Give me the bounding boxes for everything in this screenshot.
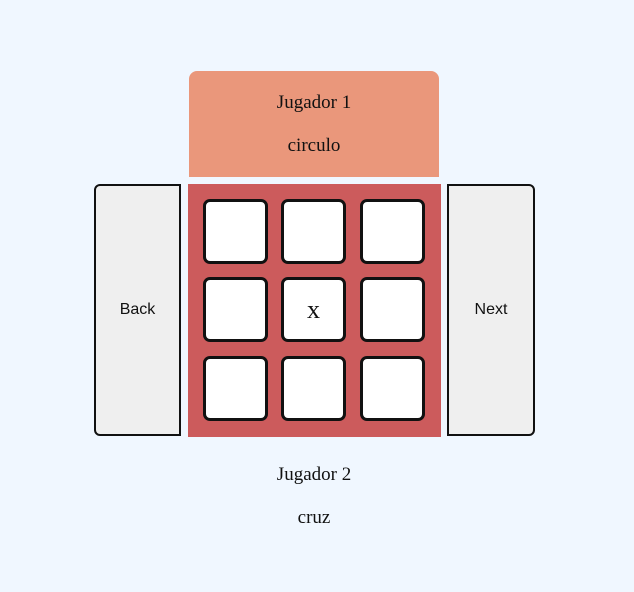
player-1-name: Jugador 1 (276, 92, 352, 113)
back-button[interactable]: Back (94, 184, 181, 436)
board-cell[interactable] (360, 356, 425, 421)
board-cell[interactable] (203, 199, 268, 264)
board-cell[interactable]: x (281, 277, 346, 342)
board-cell[interactable] (203, 277, 268, 342)
player-2-symbol: cruz (297, 507, 331, 528)
board-cell[interactable] (203, 356, 268, 421)
player-2-name: Jugador 2 (276, 464, 352, 485)
player-1-symbol: circulo (287, 135, 341, 156)
game-board: x (188, 184, 441, 437)
board-cell[interactable] (360, 277, 425, 342)
board-cell[interactable] (281, 356, 346, 421)
next-button[interactable]: Next (447, 184, 535, 436)
player-1-panel: Jugador 1 circulo (189, 71, 439, 177)
board-cell[interactable] (281, 199, 346, 264)
board-cell[interactable] (360, 199, 425, 264)
player-2-panel: Jugador 2 cruz (189, 451, 439, 541)
